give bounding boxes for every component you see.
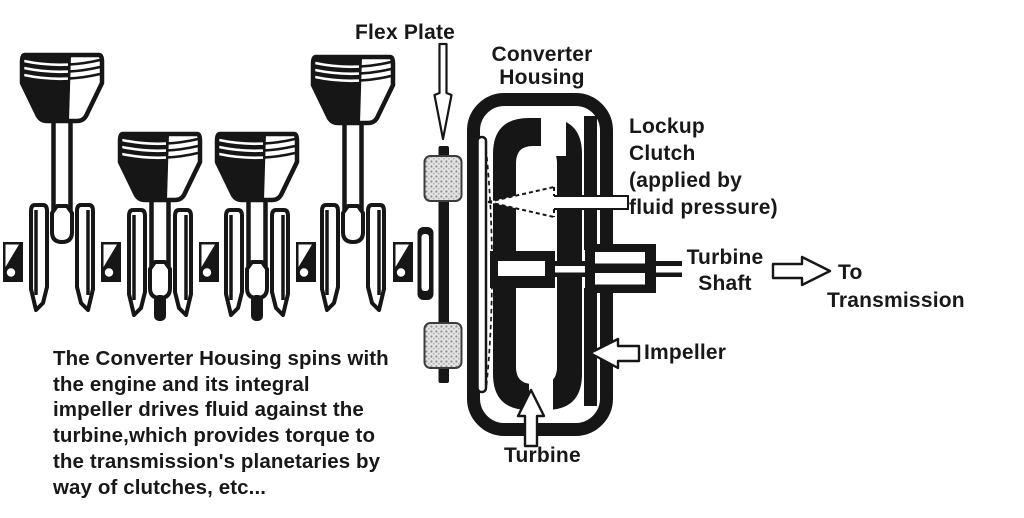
- lockup-clutch-label-line3: (applied by: [629, 169, 743, 192]
- lockup-clutch-label: Lockup Clutch (applied by fluid pressure…: [629, 113, 778, 221]
- caption-line: impeller drives fluid against the: [53, 398, 364, 422]
- crank-counterweight: [224, 208, 244, 317]
- lockup-clutch-label-line1: Lockup: [629, 115, 705, 138]
- lockup-clutch-arrow: [487, 186, 629, 218]
- diagram-caption: The Converter Housing spins with the eng…: [53, 346, 389, 500]
- converter-housing-label: Converter Housing: [481, 43, 603, 89]
- crank-journal: [3, 242, 23, 282]
- impeller-arrow: [588, 337, 641, 370]
- converter-housing-label-line1: Converter: [491, 43, 593, 66]
- torus-top-split: [541, 110, 566, 156]
- crank-counterweight: [366, 203, 386, 312]
- caption-line: the engine and its integral: [53, 372, 310, 396]
- piston-assembly: [120, 134, 200, 321]
- engine-crankshaft-illustration: [3, 55, 434, 321]
- impeller-shell-lower: [584, 288, 597, 406]
- crank-journal: [101, 242, 121, 282]
- caption-line: way of clutches, etc...: [53, 475, 267, 499]
- connecting-rod-end: [50, 204, 74, 244]
- crank-counterweight: [29, 203, 49, 312]
- piston: [120, 134, 200, 200]
- impeller-shell-upper: [584, 116, 597, 250]
- connecting-rod-end: [245, 260, 269, 300]
- turbine-arrow: [516, 388, 546, 448]
- crank-journal: [296, 242, 316, 282]
- converter-housing-label-line2: Housing: [499, 65, 585, 89]
- turbine-shaft-label-line1: Turbine: [686, 246, 764, 269]
- lockup-clutch-label-line4: fluid pressure): [629, 196, 778, 219]
- piston: [313, 57, 393, 123]
- turbine-shaft-graphic: [555, 244, 682, 293]
- piston-assembly: [22, 55, 102, 312]
- torus-graphic: [493, 110, 597, 422]
- caption-line: the transmission's planetaries by: [53, 449, 381, 473]
- connecting-rod-end: [341, 204, 365, 244]
- to-transmission-label-line2: Transmission: [827, 288, 965, 312]
- piston-assembly: [217, 134, 297, 321]
- turbine-shaft-label: Turbine Shaft: [681, 245, 769, 297]
- crank-journal: [199, 242, 219, 282]
- to-transmission-arrow: [771, 255, 832, 287]
- caption-line: The Converter Housing spins with: [53, 347, 389, 370]
- piston: [22, 55, 102, 121]
- crank-counterweight: [173, 208, 193, 317]
- crank-counterweight: [127, 208, 147, 317]
- caption-line: turbine,which provides torque to: [53, 424, 376, 448]
- impeller-label: Impeller: [644, 341, 727, 364]
- turbine-hub: [490, 251, 555, 288]
- turbine-shaft-label-line2: Shaft: [698, 272, 752, 295]
- to-transmission-label-line1: To: [838, 261, 863, 284]
- turbine-label: Turbine: [504, 444, 581, 467]
- to-transmission-label: To Transmission: [827, 259, 965, 314]
- connecting-rod-end: [148, 260, 172, 300]
- flex-plate-label: Flex Plate: [355, 21, 456, 44]
- crank-counterweight: [75, 203, 95, 312]
- crank-journal: [393, 242, 413, 282]
- flex-plate-bolt: [423, 155, 463, 202]
- flex-plate-graphic: [423, 146, 463, 383]
- crank-counterweight: [320, 203, 340, 312]
- lockup-clutch-label-line2: Clutch: [629, 142, 696, 165]
- crank-flange: [417, 227, 434, 300]
- crank-counterweight: [270, 208, 290, 317]
- piston-assembly: [313, 57, 393, 312]
- flex-plate-bolt: [423, 322, 463, 369]
- flex-plate-arrow: [433, 42, 453, 141]
- piston: [217, 134, 297, 200]
